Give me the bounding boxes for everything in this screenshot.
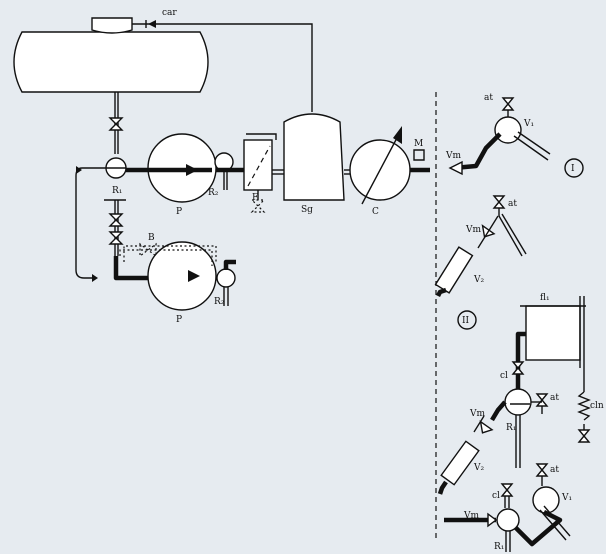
- return-line-arrow-icon: [148, 20, 156, 28]
- storage-tank: [13, 17, 209, 93]
- cl-valve-icon: [511, 361, 525, 375]
- label-at-1: at: [484, 93, 493, 103]
- primary-line: [105, 113, 430, 213]
- label-cl-1: cl: [500, 371, 508, 381]
- label-at-3: at: [550, 393, 559, 403]
- v1-vessel-icon: [494, 116, 522, 144]
- label-fl1: fl₁: [540, 293, 550, 303]
- label-p-main: P: [176, 207, 182, 217]
- label-v1-4: V₁: [561, 493, 572, 503]
- secondary-valve-icon: [108, 213, 124, 221]
- v2-tube-icon: [434, 246, 474, 294]
- label-m: M: [414, 139, 423, 149]
- at-valve-2-icon: [492, 195, 506, 209]
- r2-lower-valve-icon: [216, 268, 236, 288]
- label-v1-1: V₁: [523, 119, 534, 129]
- config-ii: [437, 296, 591, 495]
- label-b: B: [148, 233, 155, 243]
- tank-outlet-line: [108, 92, 124, 154]
- config-v2: [434, 195, 527, 298]
- cl-valve-2-icon: [500, 483, 514, 497]
- v2-tube-2-icon: [440, 440, 480, 486]
- label-v2-3: V₂: [473, 463, 484, 473]
- label-at-2: at: [508, 199, 517, 209]
- steam-generator-icon: [283, 113, 345, 201]
- label-cl-4: cl: [492, 491, 500, 501]
- pump-p-lower-icon: [147, 241, 217, 311]
- label-car: car: [162, 8, 177, 18]
- label-f: F: [252, 193, 258, 203]
- label-cln: cln: [590, 401, 604, 411]
- config-bottom: [444, 463, 571, 552]
- bypass-valve-icon: [139, 242, 157, 258]
- label-r2-main: R₂: [208, 188, 219, 198]
- label-sg: Sg: [301, 205, 313, 215]
- label-roman-ii: II: [462, 316, 470, 326]
- filter-icon: [243, 139, 273, 191]
- label-v2-2: V₂: [473, 275, 484, 285]
- label-at-4: at: [550, 465, 559, 475]
- label-vm-1: Vm: [445, 151, 461, 161]
- r1-vessel-icon: [504, 388, 532, 416]
- label-r2-lower: R₂: [214, 297, 225, 307]
- label-vm-3: Vm: [469, 409, 485, 419]
- label-vm-2: Vm: [465, 225, 481, 235]
- label-c: C: [372, 207, 379, 217]
- secondary-line: [104, 199, 236, 311]
- cln-valve-icon: [577, 429, 591, 443]
- label-roman-i: I: [571, 164, 575, 174]
- at-valve-icon: [501, 97, 515, 111]
- tank-valve-icon: [108, 117, 124, 125]
- r1-vessel-2-icon: [496, 508, 520, 532]
- flask-fl1-icon: [525, 305, 581, 361]
- manometer-icon: [413, 149, 425, 161]
- label-p-lower: P: [176, 315, 182, 325]
- return-line: [132, 20, 313, 112]
- at-valve-3-icon: [535, 393, 549, 407]
- at-valve-4-icon: [535, 463, 549, 477]
- cln-spring-icon: [577, 391, 591, 421]
- label-r1-3: R₁: [506, 423, 516, 433]
- label-r1-main: R₁: [112, 186, 122, 196]
- filter-drain-valve-icon: [250, 199, 266, 213]
- label-vm-4: Vm: [463, 511, 479, 521]
- label-r1-4: R₁: [494, 542, 504, 552]
- bypass-loop: [75, 166, 106, 282]
- roman-i-circle: [564, 158, 584, 178]
- roman-ii-circle: [457, 310, 477, 330]
- config-i: [448, 97, 584, 178]
